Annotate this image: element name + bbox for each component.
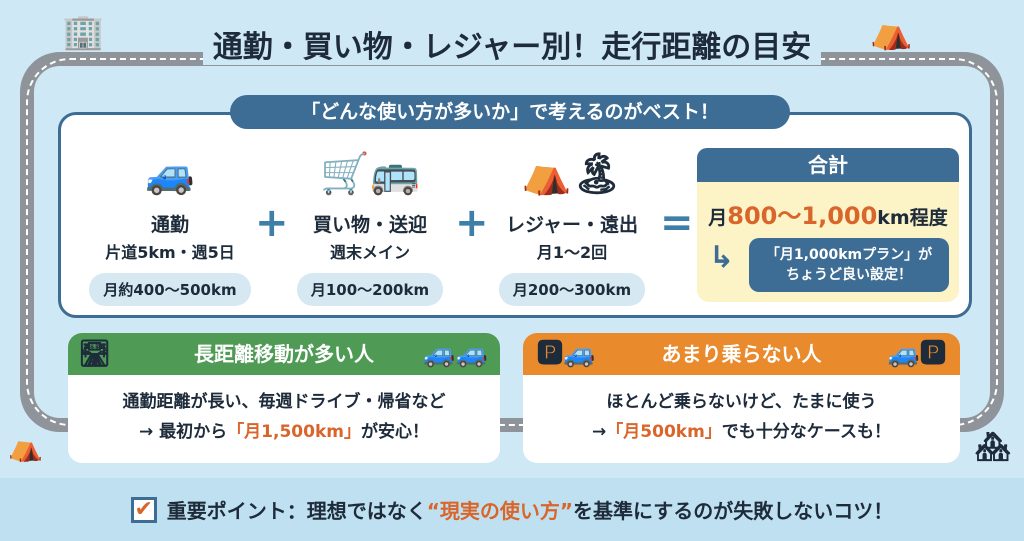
key-point-footer: ✔ 重要ポイント：理想ではなく“現実の使い方”を基準にするのが失敗しないコツ！: [0, 478, 1024, 541]
rare-use-card: あまり乗らない人 🅿🚙 🚙🅿 ほとんど乗らないけど、たまに使う →「月500km…: [523, 333, 960, 463]
card-header: 長距離移動が多い人: [68, 333, 500, 375]
column-sub: 月1〜2回: [536, 243, 608, 262]
shopping-bus-icon: 🛒🚌: [320, 151, 420, 197]
shopping-column: 🛒🚌 買い物・送迎 週末メイン 月100〜200km: [275, 150, 465, 306]
column-heading: レジャー・遠出: [505, 214, 639, 236]
plus-icon: +: [455, 200, 489, 246]
column-heading: 通勤: [150, 214, 189, 236]
car-icon: 🚙: [145, 151, 195, 197]
cars-icon: 🚙🚙: [423, 339, 488, 369]
tent-icon: ⛺: [870, 12, 913, 52]
building-icon: 🏢: [62, 12, 105, 52]
total-box: 合計 月800〜1,000km程度 ↳ 「月1,000kmプラン」がちょうど良い…: [697, 148, 959, 302]
card-header: あまり乗らない人: [523, 333, 960, 375]
page-title: 通勤・買い物・レジャー別！走行距離の目安: [0, 22, 1024, 66]
equals-icon: =: [660, 200, 694, 246]
checkbox-icon: ✔: [130, 496, 157, 523]
plus-icon: +: [255, 200, 289, 246]
arrow-right-icon: ↳: [709, 240, 735, 275]
key-point-text: 重要ポイント：理想ではなく“現実の使い方”を基準にするのが失敗しないコツ！: [166, 499, 894, 523]
card-line: →「月500km」でも十分なケースも！: [592, 422, 891, 442]
recommendation-note: 「月1,000kmプラン」がちょうど良い設定！: [749, 238, 949, 292]
range-pill: 月200〜300km: [498, 273, 646, 306]
column-sub: 片道5km・週5日: [105, 243, 235, 262]
total-value: 月800〜1,000km程度: [708, 202, 948, 230]
range-pill: 月約400〜500km: [89, 273, 251, 306]
total-header: 合計: [697, 148, 959, 182]
commute-column: 🚙 通勤 片道5km・週5日 月約400〜500km: [75, 150, 265, 306]
long-distance-card: 長距離移動が多い人 🛣 🚙🚙 通勤距離が長い、毎週ドライブ・帰省など → 最初か…: [68, 333, 500, 463]
tent-beach-icon: ⛺🏝: [521, 151, 623, 197]
camp-icon: ⛺: [8, 430, 43, 463]
section-banner: 「どんな使い方が多いか」で考えるのがベスト！: [230, 95, 790, 129]
road-icon: 🛣: [78, 339, 112, 369]
leisure-column: ⛺🏝 レジャー・遠出 月1〜2回 月200〜300km: [477, 150, 667, 306]
house-icon: 🏘: [975, 430, 1011, 463]
column-heading: 買い物・送迎: [312, 214, 427, 236]
parking-car-icon: 🅿🚙: [537, 339, 596, 369]
card-line: ほとんど乗らないけど、たまに使う: [606, 392, 877, 412]
card-line: → 最初から「月1,500km」が安心！: [139, 422, 429, 442]
range-pill: 月100〜200km: [296, 273, 444, 306]
column-sub: 週末メイン: [329, 243, 410, 262]
card-line: 通勤距離が長い、毎週ドライブ・帰省など: [122, 392, 446, 412]
parking-car-icon: 🚙🅿: [887, 339, 946, 369]
